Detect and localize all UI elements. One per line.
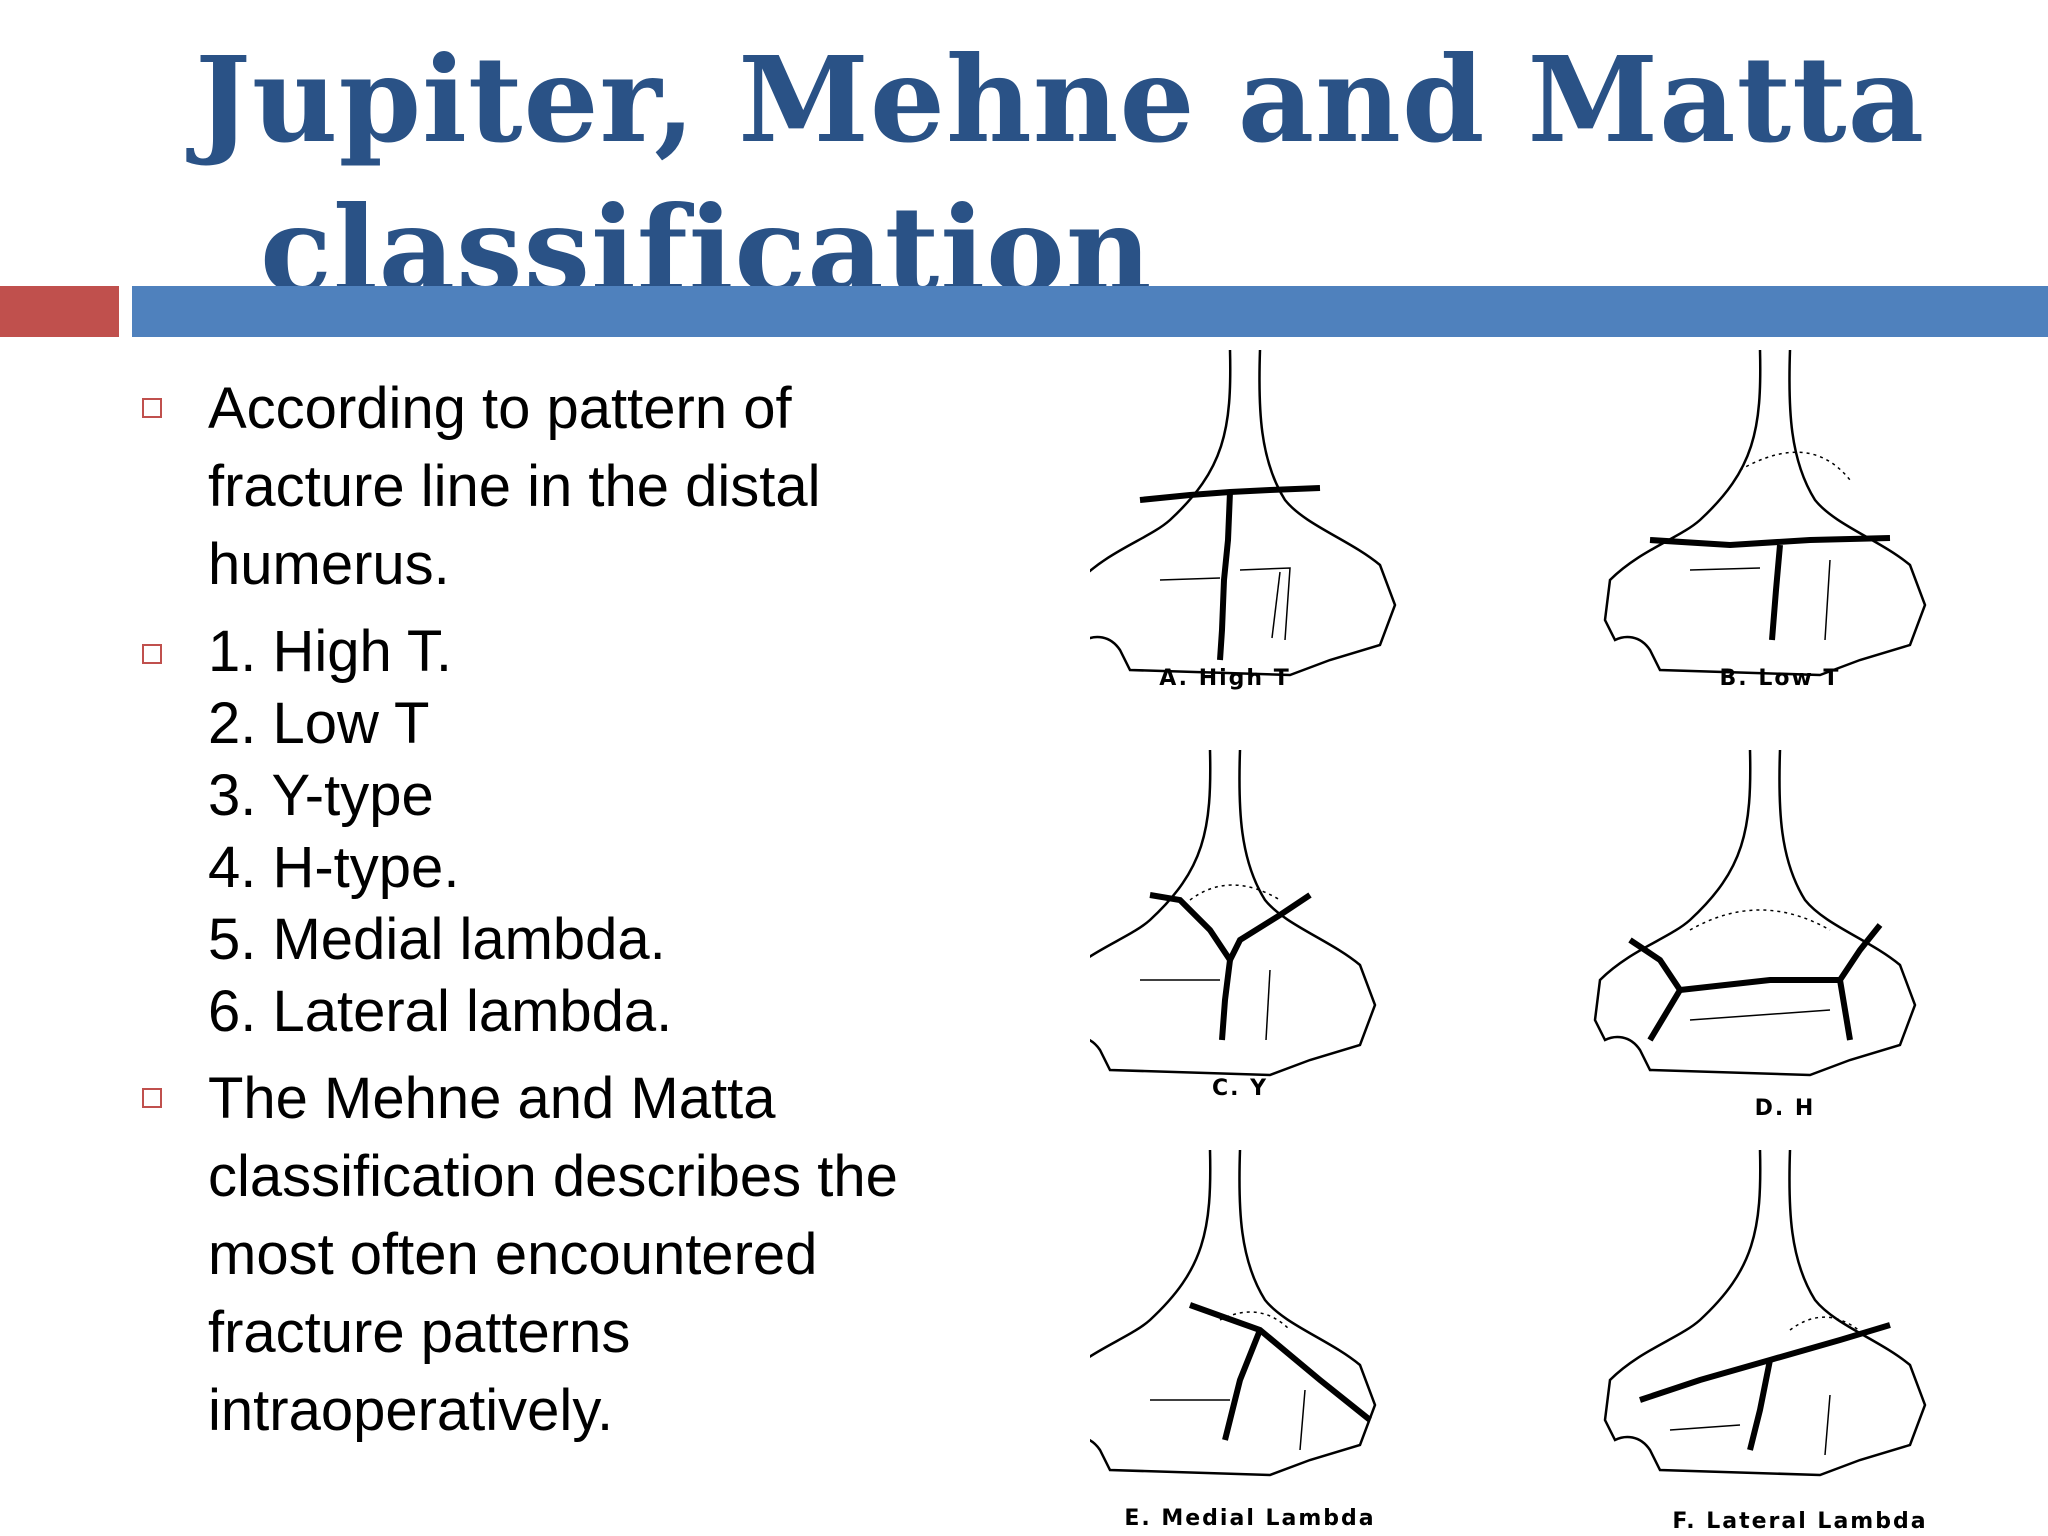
caption-low-t: B. Low T [1720, 666, 1841, 691]
bullet-text: The Mehne and Matta classification descr… [208, 1066, 898, 1443]
caption-y: C. Y [1212, 1076, 1268, 1101]
bullet-item-types: 1. High T. 2. Low T 3. Y-type 4. H-type.… [140, 616, 970, 1048]
fracture-diagram-figure: A. High T B. Low T C. Y [1090, 340, 1970, 1536]
type-item: 4. H-type. [208, 835, 460, 900]
bullet-text: According to pattern of fracture line in… [208, 376, 821, 597]
diagram-y: C. Y [1090, 748, 1377, 1101]
slide-title-line-1: Jupiter, Mehne and Matta [195, 30, 1926, 169]
type-item: 2. Low T [208, 691, 430, 756]
caption-medial-lambda: E. Medial Lambda [1124, 1506, 1375, 1531]
bullet-square-icon [142, 1088, 162, 1108]
caption-h: D. H [1755, 1096, 1816, 1121]
bullet-square-icon [142, 398, 162, 418]
diagram-medial-lambda: E. Medial Lambda [1090, 1148, 1377, 1531]
caption-high-t: A. High T [1159, 666, 1290, 691]
type-item: 1. High T. [208, 619, 452, 684]
diagram-high-t: A. High T [1090, 348, 1397, 691]
bullet-square-icon [142, 644, 162, 664]
type-item: 6. Lateral lambda. [208, 979, 673, 1044]
type-item: 3. Y-type [208, 763, 434, 828]
title-accent-blue-bar [132, 286, 2048, 337]
title-accent-red-bar [0, 286, 119, 337]
caption-lateral-lambda: F. Lateral Lambda [1672, 1509, 1927, 1534]
slide-title: Jupiter, Mehne and Matta classification [195, 25, 1926, 325]
bullet-list: According to pattern of fracture line in… [140, 370, 970, 1462]
bullet-item: The Mehne and Matta classification descr… [140, 1060, 970, 1450]
diagram-h: D. H [1593, 748, 1917, 1121]
type-item: 5. Medial lambda. [208, 907, 666, 972]
diagram-low-t: B. Low T [1603, 348, 1927, 691]
diagram-lateral-lambda: F. Lateral Lambda [1603, 1148, 1927, 1534]
bullet-item: According to pattern of fracture line in… [140, 370, 970, 604]
